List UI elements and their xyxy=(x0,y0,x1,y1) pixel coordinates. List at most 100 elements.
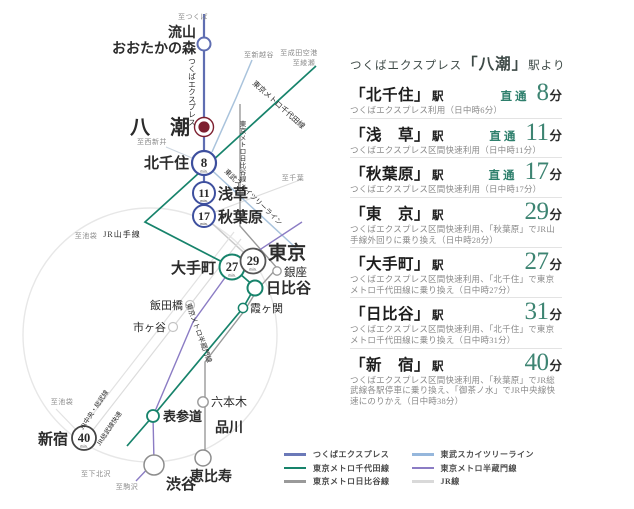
minutes-value: 31 xyxy=(524,298,549,326)
hanzomon-line-swatch xyxy=(411,466,434,470)
route-note: つくばエクスプレス区間快速利用（日中時11分） xyxy=(350,144,542,155)
roppongi-label: 六本木 xyxy=(211,395,247,409)
asakusa-time-badge: 11 min. xyxy=(192,181,216,205)
jr-chuo-sobu-line xyxy=(92,238,242,431)
svg-text:min.: min. xyxy=(200,169,207,174)
legend-column-1: つくばエクスプレス 東京メトロ千代田線 東京メトロ日比谷線 xyxy=(284,450,390,486)
svg-text:40: 40 xyxy=(78,431,91,445)
nagareyama-label-line2: おおたかの森 xyxy=(112,40,197,57)
tobu-skytree-north-line xyxy=(211,59,253,153)
minutes-value: 27 xyxy=(524,248,549,276)
hibiya-line-swatch xyxy=(284,480,306,483)
heading-station: 「八潮」 xyxy=(462,56,529,73)
jr-sobu-chiba-line xyxy=(203,179,301,217)
shinjuku-label: 新宿 xyxy=(38,430,68,448)
tokyo-time-badge: 29 min. xyxy=(239,247,267,275)
svg-text:min.: min. xyxy=(200,221,207,226)
akihabara-label: 秋葉原 xyxy=(218,208,263,226)
shinagawa-label: 品川 xyxy=(215,420,243,436)
legend-item-hanzomon: 東京メトロ半蔵門線 xyxy=(411,463,535,473)
kitasenju-label: 北千住 xyxy=(144,154,189,172)
shibuya-label: 渋谷 xyxy=(166,475,197,493)
jr-yamanote-line-label: JR山手線 xyxy=(103,229,140,239)
svg-text:17: 17 xyxy=(198,209,210,223)
legend-column-2: 東武スカイツリーライン 東京メトロ半蔵門線 JR線 xyxy=(411,450,535,486)
station-name: 「日比谷」 xyxy=(350,306,431,324)
station-suffix: 駅 xyxy=(432,360,444,373)
iidabashi-station-marker xyxy=(184,299,196,311)
svg-text:27: 27 xyxy=(226,260,239,274)
route-note: つくばエクスプレス利用（日中時6分） xyxy=(350,105,503,115)
tobu-skytree-line xyxy=(203,162,297,249)
dir-tsukuba-label: 至つくば xyxy=(178,12,208,21)
dir-narita-label: 至成田空港 xyxy=(280,48,318,57)
route-note: つくばエクスプレス区間快速利用、「北千住」で東京メトロ千代田線に乗り換え（日中時… xyxy=(350,324,555,345)
station-suffix: 駅 xyxy=(432,310,444,323)
minutes-unit: 分 xyxy=(549,128,562,143)
svg-text:29: 29 xyxy=(247,254,260,268)
minutes-value: 40 xyxy=(524,348,549,376)
station-suffix: 駅 xyxy=(432,209,444,222)
asakusa-label: 浅草 xyxy=(218,185,248,203)
station-name: 「東 京」 xyxy=(350,205,431,223)
minutes-value: 29 xyxy=(524,197,549,225)
direct-label: 直通 xyxy=(500,91,530,103)
station-name: 「北千住」 xyxy=(350,87,431,104)
svg-text:min.: min. xyxy=(249,267,256,272)
ichigaya-station-marker xyxy=(167,321,179,333)
jr-line-swatch xyxy=(411,480,434,483)
omotesando-station-marker xyxy=(146,409,160,423)
minutes-unit: 分 xyxy=(549,89,562,103)
dir-shinkoshigaya-label: 至新越谷 xyxy=(244,50,274,59)
minutes-unit: 分 xyxy=(549,358,562,373)
ebisu-label: 恵比寿 xyxy=(190,468,232,485)
ginza-station-marker xyxy=(272,266,282,276)
station-name: 「大手町」 xyxy=(350,256,431,274)
dir-chiba-label: 至千葉 xyxy=(282,173,305,182)
station-suffix: 駅 xyxy=(432,170,444,183)
direct-label: 直通 xyxy=(488,170,518,183)
dir-ikebukuro-shinjuku-label: 至池袋 xyxy=(51,397,74,406)
legend-item-hibiya: 東京メトロ日比谷線 xyxy=(284,477,390,486)
map-legend: つくばエクスプレス 東京メトロ千代田線 東京メトロ日比谷線 東武スカイツリーライ… xyxy=(284,450,534,486)
heading-prefix: つくばエクスプレス xyxy=(350,60,463,72)
nagareyama-station-marker xyxy=(196,36,212,52)
dir-nishiarai-label: 至西新井 xyxy=(137,137,167,146)
route-note: つくばエクスプレス区間快速利用、「秋葉原」でJR山手線外回りに乗り換え（日中時2… xyxy=(350,223,555,245)
station-suffix: 駅 xyxy=(432,130,444,143)
minutes-unit: 分 xyxy=(549,308,562,323)
metro-chiyoda-line-label: 東京メトロ千代田線 xyxy=(251,78,308,131)
kitasenju-time-badge: 8 min. xyxy=(190,149,218,177)
legend-item-chiyoda: 東京メトロ千代田線 xyxy=(284,464,390,473)
tobu-skytree-line-swatch xyxy=(411,453,434,456)
minutes-unit: 分 xyxy=(549,168,562,183)
station-name: 「浅 草」 xyxy=(350,126,431,144)
heading-suffix: 駅より xyxy=(528,60,566,72)
tsukuba-express-line-label: つくばエクスプレス xyxy=(188,57,196,127)
chiyoda-line-swatch xyxy=(284,466,306,470)
station-name: 「新 宿」 xyxy=(350,356,431,374)
legend-label: 東京メトロ半蔵門線 xyxy=(440,463,517,473)
hibiya-station-marker xyxy=(246,279,264,297)
nagareyama-label-line1: 流山 xyxy=(168,24,196,41)
omotesando-label: 表参道 xyxy=(162,409,202,424)
minutes-value: 8 xyxy=(536,79,549,106)
legend-label: 東京メトロ日比谷線 xyxy=(313,477,390,486)
legend-label: JR線 xyxy=(440,477,460,486)
shinjuku-time-badge: 40 min. xyxy=(71,425,97,451)
route-map-svg: 8 min. 11 min. 17 min. 27 min. 29 min. 4… xyxy=(22,12,318,493)
legend-item-tobu-skytree: 東武スカイツリーライン xyxy=(411,450,535,459)
jr-sobu-rapid-line-label: JR総武線快速 xyxy=(94,409,124,447)
